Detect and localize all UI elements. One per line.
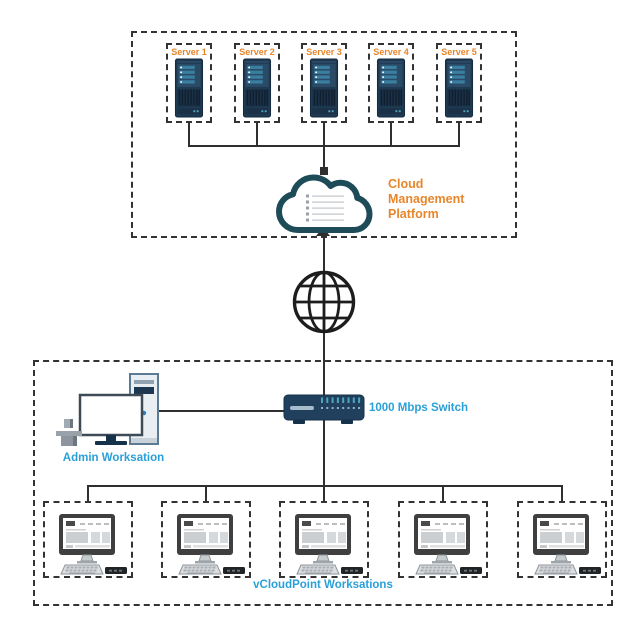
workstation-group-label: vCloudPoint Worksations — [253, 579, 393, 591]
connector-line — [390, 122, 392, 147]
workstation-icon — [414, 514, 482, 575]
connector-line — [442, 486, 444, 501]
server-box-3: Server 3 — [301, 43, 347, 123]
connector-line — [458, 122, 460, 147]
backbone-line — [323, 236, 325, 501]
server-label: Server 5 — [441, 47, 477, 57]
connector-line — [205, 486, 207, 501]
workstation-box-1 — [43, 501, 133, 578]
workstation-icon — [59, 514, 127, 575]
server-label: Server 2 — [239, 47, 275, 57]
server-icon — [174, 58, 204, 118]
workstation-box-5 — [517, 501, 607, 578]
workstation-icon — [177, 514, 245, 575]
cloud-list-lines — [306, 194, 344, 222]
cloud-platform-label: Cloud Management Platform — [388, 177, 465, 221]
server-box-1: Server 1 — [166, 43, 212, 123]
network-switch — [283, 394, 365, 431]
workstation-box-3 — [279, 501, 369, 578]
monitor-icon — [78, 393, 144, 445]
connector-line — [561, 486, 563, 501]
workstation-box-4 — [398, 501, 488, 578]
workstation-box-2 — [161, 501, 251, 578]
server-box-4: Server 4 — [368, 43, 414, 123]
server-icon — [242, 58, 272, 118]
globe-icon — [292, 270, 356, 334]
admin-workstation — [50, 372, 162, 453]
server-label: Server 3 — [306, 47, 342, 57]
cloud-top-junction — [320, 167, 328, 175]
switch-label: 1000 Mbps Switch — [369, 402, 469, 414]
connector-line — [323, 122, 325, 172]
cloud-management-platform — [272, 168, 376, 245]
workstation-bus-line — [87, 485, 563, 487]
server-icon — [376, 58, 406, 118]
server-label: Server 4 — [373, 47, 409, 57]
server-box-2: Server 2 — [234, 43, 280, 123]
tower-icon — [129, 373, 159, 445]
server-label: Server 1 — [171, 47, 207, 57]
server-icon — [444, 58, 474, 118]
admin-switch-line — [155, 410, 286, 412]
workstation-icon — [533, 514, 601, 575]
workstation-icon — [295, 514, 363, 575]
server-icon — [309, 58, 339, 118]
connector-line — [256, 122, 258, 147]
connector-line — [188, 122, 190, 147]
server-box-5: Server 5 — [436, 43, 482, 123]
connector-line — [87, 486, 89, 501]
switch-icon — [283, 394, 365, 424]
admin-workstation-label: Admin Worksation — [62, 452, 165, 464]
admin-pc-icon — [56, 373, 159, 446]
user-icon — [56, 419, 82, 446]
internet-node — [291, 268, 357, 341]
cloud-icon — [276, 174, 373, 233]
